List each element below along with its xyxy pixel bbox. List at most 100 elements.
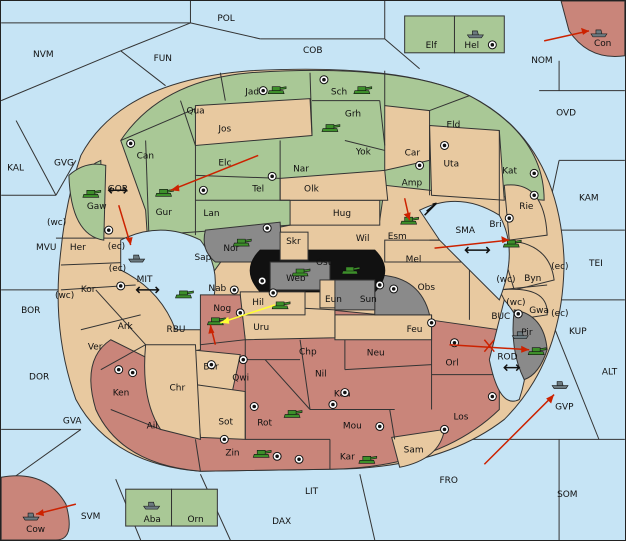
label-coast-ec2: (ec) <box>109 264 126 274</box>
province-Sot[interactable] <box>194 383 246 440</box>
order-arrow-head-yellow <box>220 316 230 324</box>
supply-center-Kat <box>529 168 539 178</box>
fleet-icon-Hel[interactable] <box>466 30 484 39</box>
label-Sap: Sap <box>194 253 211 263</box>
label-ALT: ALT <box>602 368 618 378</box>
label-GVA: GVA <box>63 416 82 426</box>
label-Qwi: Qwi <box>232 374 249 384</box>
label-coast-ec3: (ec) <box>551 262 568 272</box>
label-Sun: Sun <box>360 295 377 305</box>
supply-center-Hel <box>487 40 497 50</box>
sea-SMA[interactable] <box>418 200 510 301</box>
label-Sam: Sam <box>404 445 424 455</box>
province-Sun[interactable] <box>334 279 376 311</box>
label-COB: COB <box>303 46 322 56</box>
province-Uta[interactable] <box>429 125 505 201</box>
label-Neu: Neu <box>367 349 385 359</box>
supply-center-Web <box>257 276 267 286</box>
label-SMA: SMA <box>455 226 475 236</box>
army-icon-Bri[interactable] <box>502 239 522 248</box>
province-Con[interactable] <box>560 1 625 57</box>
label-Chr: Chr <box>170 384 186 394</box>
label-Cow: Cow <box>26 525 45 535</box>
label-Sch: Sch <box>331 88 347 98</box>
label-coast-wc3: (wc) <box>496 275 515 285</box>
label-NVM: NVM <box>33 50 54 60</box>
label-coast-wc4: (wc) <box>506 298 525 308</box>
army-icon-Web[interactable] <box>291 268 311 277</box>
fleet-icon-Con[interactable] <box>590 29 608 38</box>
army-icon-Nor[interactable] <box>232 238 252 247</box>
label-Chp: Chp <box>299 348 317 358</box>
supply-center-Bar <box>206 360 216 370</box>
label-Her: Her <box>70 243 86 253</box>
supply-center-Her <box>104 225 114 235</box>
province-Pir[interactable] <box>512 309 548 381</box>
label-BOR: BOR <box>21 306 40 316</box>
supply-center-Sch <box>319 75 329 85</box>
fleet-icon-Aba[interactable] <box>143 501 161 510</box>
supply-center-Obs <box>375 280 385 290</box>
province-Chr[interactable] <box>144 344 201 441</box>
province-Hel[interactable] <box>453 15 505 54</box>
label-POL: POL <box>217 14 234 24</box>
army-icon-GOR[interactable] <box>82 189 102 198</box>
army-icon-Zin[interactable] <box>252 449 272 458</box>
label-Mou: Mou <box>343 421 362 431</box>
label-Pir: Pir <box>521 328 533 338</box>
army-icon-Sun[interactable] <box>341 266 361 275</box>
label-Jad: Jad <box>244 88 259 98</box>
label-Ost: Ost <box>316 258 332 268</box>
army-icon-Gur[interactable] <box>155 188 174 197</box>
supply-center-Zin <box>272 451 282 461</box>
label-SOM: SOM <box>557 490 577 500</box>
label-Hug: Hug <box>333 209 351 219</box>
fleet-icon-Cow[interactable] <box>22 512 40 521</box>
army-icon-Grh[interactable] <box>321 124 341 132</box>
province-Orn[interactable] <box>171 488 218 527</box>
fleet-icon-MIT[interactable] <box>128 254 146 263</box>
army-icon-ROD[interactable] <box>527 347 547 355</box>
army-icon-Sch[interactable] <box>353 86 373 94</box>
units[interactable] <box>22 29 608 521</box>
label-Wil: Wil <box>356 234 370 244</box>
label-coast-wc2: (wc) <box>55 291 74 301</box>
label-Amp: Amp <box>402 178 423 188</box>
fleet-icon-Pir[interactable] <box>511 331 529 340</box>
army-icon-Esm[interactable] <box>400 216 419 225</box>
passage-markers <box>107 186 521 372</box>
supply-centers <box>104 40 539 464</box>
label-DOR: DOR <box>29 373 49 383</box>
order-arrow-con <box>543 30 590 42</box>
supply-center-Tel <box>267 171 277 181</box>
label-SVM: SVM <box>81 512 101 522</box>
label-Can: Can <box>137 151 154 161</box>
label-Ail: Ail <box>147 421 158 431</box>
order-arrow-fro-gvp <box>483 394 555 465</box>
label-Olk: Olk <box>304 184 320 194</box>
army-icon-Rot[interactable] <box>283 410 303 418</box>
sea-MIT[interactable] <box>120 229 216 331</box>
label-Los: Los <box>453 412 468 422</box>
army-icon-Kar[interactable] <box>358 455 378 464</box>
label-Nar: Nar <box>293 164 309 174</box>
province-Elf[interactable] <box>404 15 455 54</box>
label-Rie: Rie <box>519 202 534 212</box>
province-Cow[interactable] <box>1 475 70 540</box>
label-Yok: Yok <box>355 147 372 157</box>
province-Skr[interactable] <box>279 231 309 261</box>
supply-center-Can <box>126 138 136 148</box>
province-GOR-island <box>68 163 107 241</box>
fleet-icon-GVP[interactable] <box>551 381 569 389</box>
label-Nab: Nab <box>208 284 226 294</box>
supply-center-Kaa <box>340 388 350 398</box>
army-icon-Jad[interactable] <box>267 86 287 94</box>
province-Car[interactable] <box>384 105 431 171</box>
label-OVD: OVD <box>556 109 576 119</box>
army-icon-Hil[interactable] <box>271 301 291 310</box>
label-Rot: Rot <box>257 418 272 428</box>
army-icon-Nab[interactable] <box>175 290 194 299</box>
province-Obs[interactable] <box>374 274 431 316</box>
label-Tel: Tel <box>251 184 264 194</box>
